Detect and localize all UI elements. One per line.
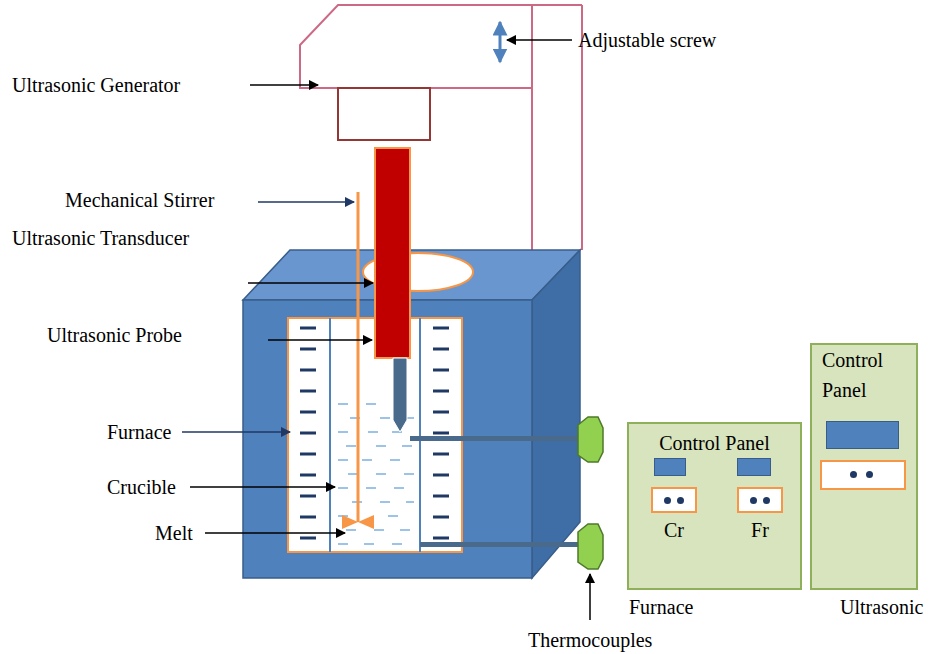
panel-fixture <box>664 497 671 504</box>
panel-fixture <box>737 458 771 476</box>
ultrasonic-transducer <box>375 148 410 358</box>
knob-label: Cr <box>653 515 695 545</box>
part-label: Crucible <box>107 475 176 499</box>
control-knob: Fr <box>737 487 783 513</box>
panel-title: Control Panel <box>822 345 912 405</box>
control-panel: Control PanelFurnaceCrFr <box>627 422 802 590</box>
panel-caption: Ultrasonic <box>840 592 923 622</box>
crucible-wall <box>329 318 331 552</box>
part-label: Ultrasonic Transducer <box>12 226 189 250</box>
leader-arrow <box>507 39 572 41</box>
part-label: Ultrasonic Generator <box>12 73 180 97</box>
knob-label: Fr <box>739 515 781 545</box>
panel-fixture <box>826 421 899 449</box>
thermocouple-head <box>578 417 603 462</box>
panel-fixture <box>677 497 684 504</box>
screw-arrow <box>499 22 502 62</box>
furnace-top <box>243 250 580 300</box>
part-label: Thermocouples <box>528 628 652 652</box>
generator-base <box>338 88 430 140</box>
furnace-side <box>532 250 580 578</box>
part-label: Adjustable screw <box>578 28 716 52</box>
leader-arrow <box>589 574 591 620</box>
panel-title: Control Panel <box>629 428 800 458</box>
ultrasonic-probe <box>393 358 407 432</box>
part-label: Mechanical Stirrer <box>65 188 214 212</box>
part-label: Ultrasonic Probe <box>47 323 182 347</box>
panel-fixture <box>763 497 770 504</box>
leader-arrow <box>248 282 373 284</box>
panel-fixture <box>820 460 906 490</box>
leader-arrow <box>190 486 335 488</box>
panel-fixture <box>850 471 857 478</box>
leader-arrow <box>258 201 354 203</box>
panel-fixture <box>654 458 686 476</box>
part-label: Furnace <box>107 420 171 444</box>
stirrer-blade <box>342 515 358 529</box>
generator-housing <box>300 5 532 88</box>
stand-arm <box>530 5 582 250</box>
thermocouple-head <box>578 524 603 569</box>
stirrer-shaft <box>357 192 360 522</box>
stirrer-blade <box>358 515 374 529</box>
thermocouple-rod <box>420 542 580 547</box>
control-panel: Control PanelUltrasonic <box>810 343 918 590</box>
panel-fixture <box>866 471 873 478</box>
leader-arrow <box>205 532 345 534</box>
leader-arrow <box>182 431 290 433</box>
crucible-wall <box>419 318 421 552</box>
part-label: Melt <box>155 521 193 545</box>
thermocouple-rod <box>410 436 580 441</box>
leader-arrow <box>268 339 372 341</box>
leader-arrow <box>250 84 318 86</box>
control-knob: Cr <box>651 487 697 513</box>
panel-fixture <box>750 497 757 504</box>
panel-caption: Furnace <box>629 592 693 622</box>
